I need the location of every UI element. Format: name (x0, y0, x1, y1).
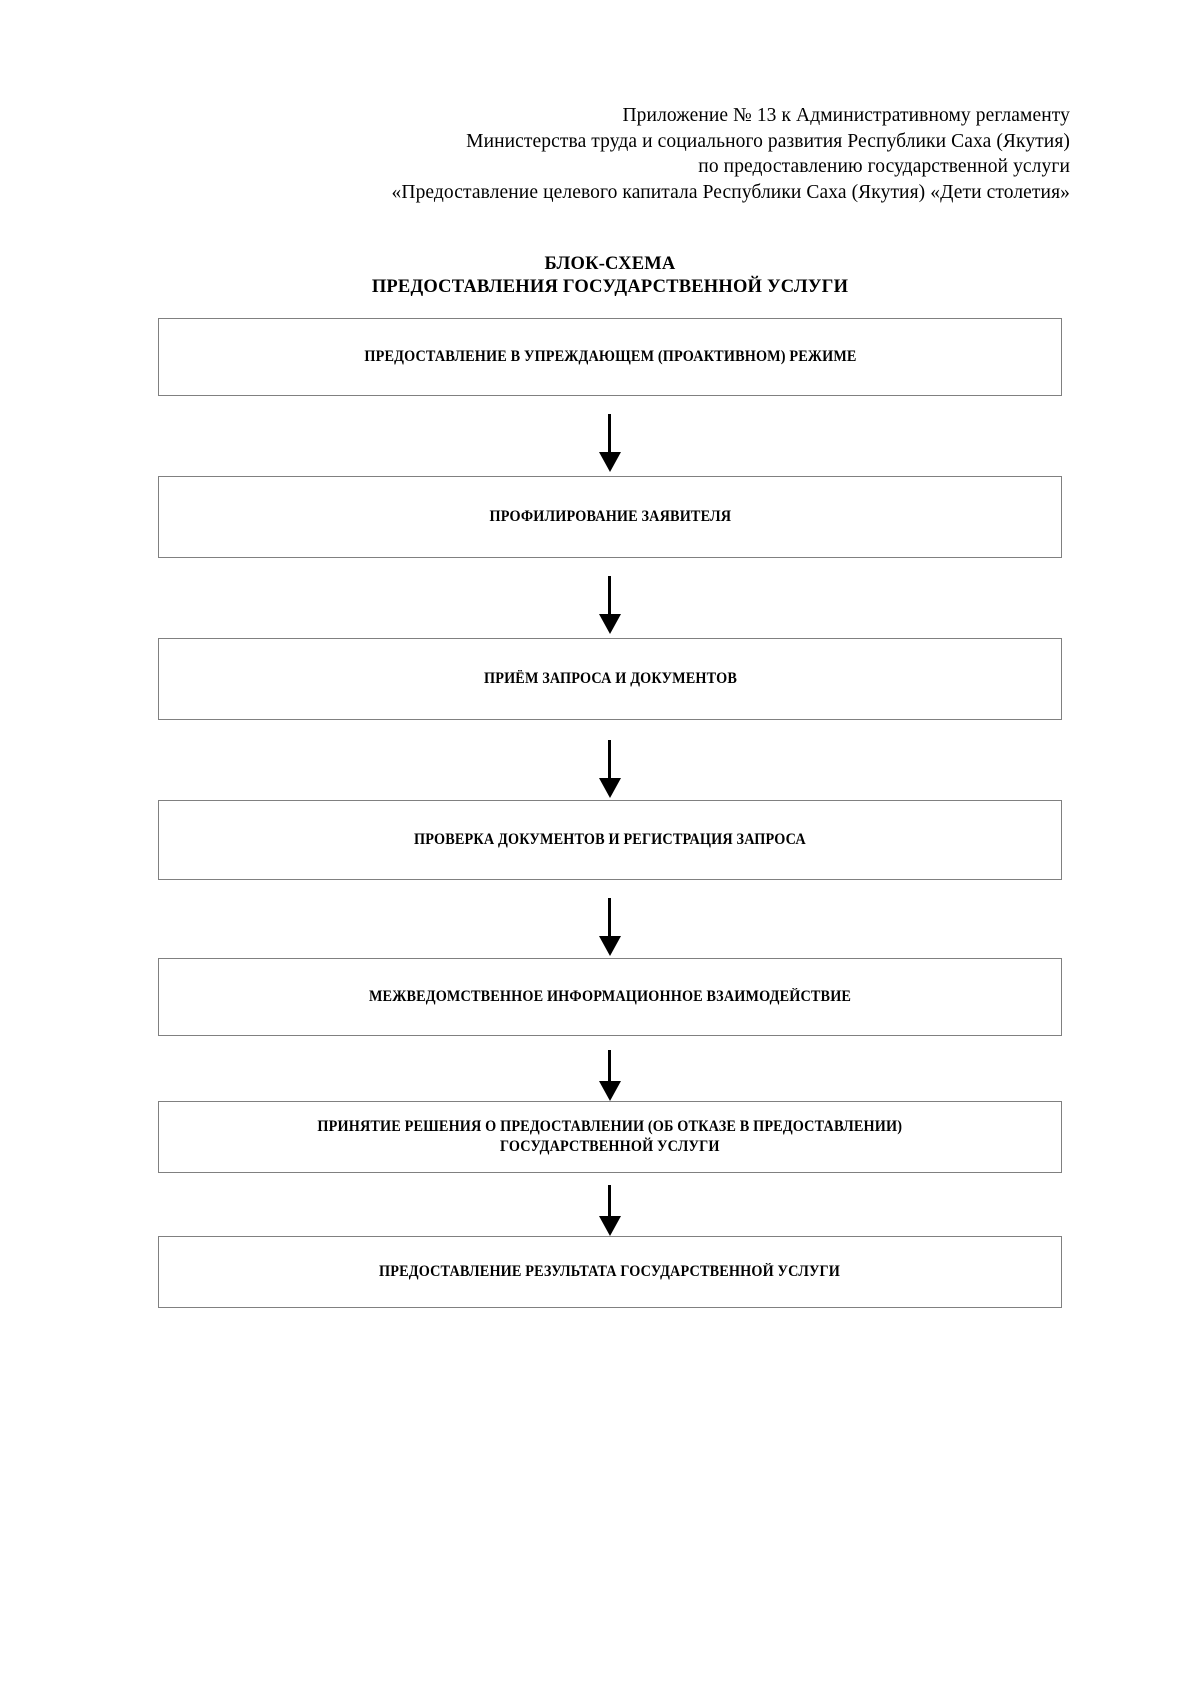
header-line-4: «Предоставление целевого капитала Респуб… (391, 181, 1070, 203)
flow-node-5: МЕЖВЕДОМСТВЕННОЕ ИНФОРМАЦИОННОЕ ВЗАИМОДЕ… (158, 958, 1062, 1036)
header-line-2: Министерства труда и социального развити… (466, 130, 1070, 152)
title-line-1: БЛОК-СХЕМА (544, 254, 676, 274)
flow-node-4: ПРОВЕРКА ДОКУМЕНТОВ И РЕГИСТРАЦИЯ ЗАПРОС… (158, 800, 1062, 880)
flow-connector-arrow-1 (597, 414, 623, 472)
page-title: БЛОК-СХЕМА ПРЕДОСТАВЛЕНИЯ ГОСУДАРСТВЕННО… (150, 253, 1070, 299)
flow-node-2: ПРОФИЛИРОВАНИЕ ЗАЯВИТЕЛЯ (158, 476, 1062, 558)
flow-node-3-label: ПРИЁМ ЗАПРОСА И ДОКУМЕНТОВ (483, 670, 737, 687)
title-line-2: ПРЕДОСТАВЛЕНИЯ ГОСУДАРСТВЕННОЙ УСЛУГИ (371, 277, 849, 297)
flow-connector-arrow-2 (597, 576, 623, 634)
flow-connector-arrow-4 (597, 898, 623, 956)
appendix-reference-header: Приложение № 13 к Административному регл… (250, 103, 1070, 205)
flow-node-4-label: ПРОВЕРКА ДОКУМЕНТОВ И РЕГИСТРАЦИЯ ЗАПРОС… (414, 831, 806, 848)
header-line-3: по предоставлению государственной услуги (698, 156, 1070, 177)
flow-node-2-label: ПРОФИЛИРОВАНИЕ ЗАЯВИТЕЛЯ (489, 508, 731, 525)
flow-node-1-label: ПРЕДОСТАВЛЕНИЕ В УПРЕЖДАЮЩЕМ (ПРОАКТИВНО… (363, 348, 857, 365)
flow-node-6: ПРИНЯТИЕ РЕШЕНИЯ О ПРЕДОСТАВЛЕНИИ (ОБ ОТ… (158, 1101, 1062, 1173)
flow-node-7-label: ПРЕДОСТАВЛЕНИЕ РЕЗУЛЬТАТА ГОСУДАРСТВЕННО… (379, 1263, 841, 1280)
flow-node-1: ПРЕДОСТАВЛЕНИЕ В УПРЕЖДАЮЩЕМ (ПРОАКТИВНО… (158, 318, 1062, 396)
flow-connector-arrow-6 (597, 1185, 623, 1236)
flow-connector-arrow-3 (597, 740, 623, 798)
flow-node-7: ПРЕДОСТАВЛЕНИЕ РЕЗУЛЬТАТА ГОСУДАРСТВЕННО… (158, 1236, 1062, 1308)
flow-node-5-label: МЕЖВЕДОМСТВЕННОЕ ИНФОРМАЦИОННОЕ ВЗАИМОДЕ… (368, 988, 852, 1005)
header-line-1: Приложение № 13 к Административному регл… (622, 105, 1070, 126)
flow-node-3: ПРИЁМ ЗАПРОСА И ДОКУМЕНТОВ (158, 638, 1062, 720)
flow-connector-arrow-5 (597, 1050, 623, 1101)
flow-node-6-label: ПРИНЯТИЕ РЕШЕНИЯ О ПРЕДОСТАВЛЕНИИ (ОБ ОТ… (317, 1118, 903, 1155)
